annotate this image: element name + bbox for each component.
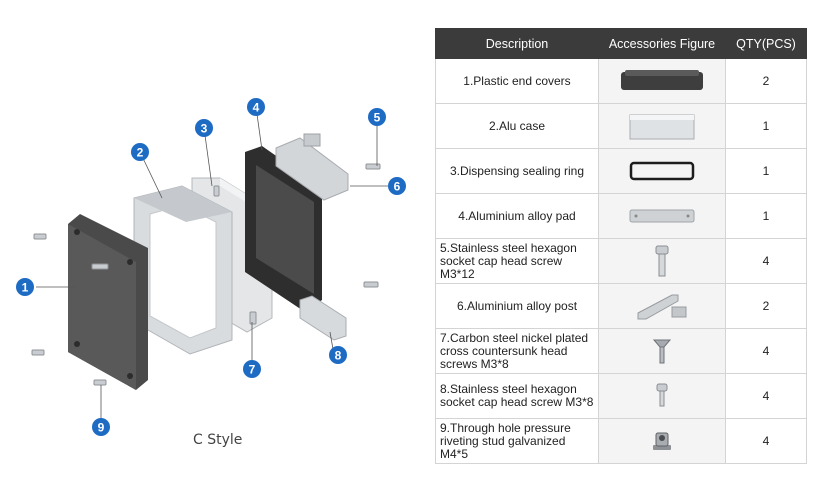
riveting-stud-icon: [598, 418, 726, 464]
row-description: 5.Stainless steel hexagon socket cap hea…: [435, 238, 599, 284]
row-qty: 4: [725, 418, 807, 464]
table-row: 1.Plastic end covers 2: [435, 58, 807, 104]
callout-label: 1: [22, 281, 29, 295]
row-qty: 1: [725, 148, 807, 194]
callout-label: 8: [335, 349, 342, 363]
callout-4: 4: [247, 98, 265, 116]
table-row: 3.Dispensing sealing ring 1: [435, 148, 807, 194]
loose-screws: [31, 163, 381, 386]
callout-label: 6: [394, 180, 401, 194]
table-row: 7.Carbon steel nickel plated cross count…: [435, 328, 807, 374]
row-qty: 4: [725, 238, 807, 284]
short-cap-screw-icon: [598, 373, 726, 419]
cap-screw-icon: [598, 238, 726, 284]
end-cover-icon: [598, 58, 726, 104]
sealing-ring-icon: [598, 148, 726, 194]
alu-case-icon: [598, 103, 726, 149]
table-row: 4.Aluminium alloy pad 1: [435, 193, 807, 239]
table-row: 2.Alu case 1: [435, 103, 807, 149]
bottom-post-part: [299, 295, 347, 341]
alloy-post-icon: [598, 283, 726, 329]
callout-label: 4: [253, 101, 260, 115]
callout-label: 5: [374, 111, 381, 125]
description-header: Description: [435, 28, 599, 59]
row-description: 3.Dispensing sealing ring: [435, 148, 599, 194]
table-header-row: Description Accessories Figure QTY(PCS): [435, 28, 807, 59]
row-description: 6.Aluminium alloy post: [435, 283, 599, 329]
row-qty: 4: [725, 373, 807, 419]
table-row: 6.Aluminium alloy post 2: [435, 283, 807, 329]
callout-2: 2: [131, 143, 149, 161]
alloy-pad-icon: [598, 193, 726, 239]
row-description: 7.Carbon steel nickel plated cross count…: [435, 328, 599, 374]
row-description: 1.Plastic end covers: [435, 58, 599, 104]
front-end-cover-part: [68, 214, 148, 390]
row-qty: 2: [725, 58, 807, 104]
row-qty: 1: [725, 103, 807, 149]
table-row: 5.Stainless steel hexagon socket cap hea…: [435, 238, 807, 284]
table-row: 8.Stainless steel hexagon socket cap hea…: [435, 373, 807, 419]
row-qty: 2: [725, 283, 807, 329]
exploded-view-illustration: 1 2 3 4 5 6 7 8 9: [16, 98, 406, 436]
callout-label: 3: [201, 122, 208, 136]
callout-5: 5: [368, 108, 386, 126]
row-description: 9.Through hole pressure riveting stud ga…: [435, 418, 599, 464]
callout-label: 2: [137, 146, 144, 160]
diagram-caption: C Style: [193, 432, 243, 448]
table-row: 9.Through hole pressure riveting stud ga…: [435, 418, 807, 464]
alu-case-part: [133, 185, 233, 355]
exploded-view-diagram: 1 2 3 4 5 6 7 8 9 C Style: [16, 98, 406, 448]
alloy-post-part: [275, 133, 349, 201]
countersunk-screw-icon: [598, 328, 726, 374]
callout-9: 9: [92, 418, 110, 436]
callout-label: 9: [98, 421, 105, 435]
row-description: 8.Stainless steel hexagon socket cap hea…: [435, 373, 599, 419]
callout-8: 8: [329, 346, 347, 364]
callout-3: 3: [195, 119, 213, 137]
figure-header: Accessories Figure: [598, 28, 726, 59]
callout-7: 7: [243, 360, 261, 378]
accessories-table: Description Accessories Figure QTY(PCS) …: [435, 28, 807, 464]
callout-markers: 1 2 3 4 5 6 7 8 9: [16, 98, 406, 436]
row-qty: 1: [725, 193, 807, 239]
row-description: 4.Aluminium alloy pad: [435, 193, 599, 239]
row-description: 2.Alu case: [435, 103, 599, 149]
qty-header: QTY(PCS): [725, 28, 807, 59]
callout-1: 1: [16, 278, 34, 296]
sealing-frame-part: [245, 146, 322, 312]
row-qty: 4: [725, 328, 807, 374]
callout-label: 7: [249, 363, 256, 377]
callout-6: 6: [388, 177, 406, 195]
